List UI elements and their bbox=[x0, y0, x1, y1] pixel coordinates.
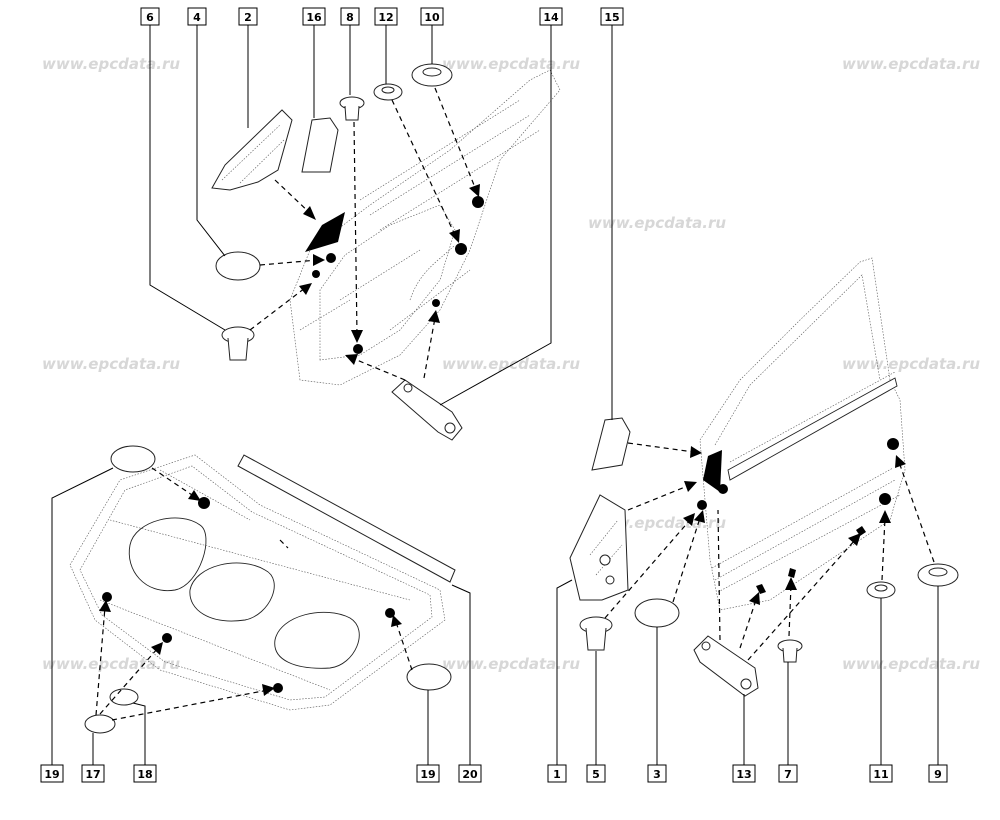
callout-12: 12 bbox=[374, 7, 398, 26]
part-6-clip bbox=[221, 326, 255, 361]
callout-label: 11 bbox=[873, 768, 888, 781]
callout-5: 5 bbox=[586, 764, 606, 783]
callout-label: 9 bbox=[934, 768, 942, 781]
callout-label: 8 bbox=[346, 11, 354, 24]
part-11-grommet bbox=[866, 581, 896, 599]
part-17-plug bbox=[84, 714, 116, 734]
callout-19: 19 bbox=[416, 764, 440, 783]
callout-label: 3 bbox=[653, 768, 661, 781]
front-door-panel bbox=[699, 257, 906, 611]
watermark: www.epcdata.ru bbox=[442, 355, 580, 373]
callout-label: 17 bbox=[85, 768, 100, 781]
fixing-points-front bbox=[697, 438, 899, 594]
callout-label: 10 bbox=[424, 11, 440, 24]
callout-label: 18 bbox=[137, 768, 152, 781]
part-1-bracket bbox=[569, 494, 629, 601]
part-19-plug-top bbox=[110, 445, 156, 473]
callout-3: 3 bbox=[647, 764, 667, 783]
part-8-clip bbox=[339, 96, 365, 121]
part-15-pad bbox=[591, 417, 631, 471]
callout-8: 8 bbox=[340, 7, 360, 26]
callout-label: 2 bbox=[244, 11, 252, 24]
callout-18: 18 bbox=[133, 764, 157, 783]
callout-label: 4 bbox=[193, 11, 201, 24]
assembly-arrows-bonnet bbox=[95, 467, 413, 721]
callout-label: 16 bbox=[306, 11, 322, 24]
callout-4: 4 bbox=[187, 7, 207, 26]
part-14-strip bbox=[391, 379, 463, 441]
callout-label: 6 bbox=[146, 11, 154, 24]
callout-20: 20 bbox=[458, 764, 482, 783]
callout-2: 2 bbox=[238, 7, 258, 26]
watermark: www.epcdata.ru bbox=[588, 214, 726, 232]
part-13-strip bbox=[693, 635, 759, 697]
part-5-clip bbox=[579, 616, 613, 651]
callout-label: 12 bbox=[378, 11, 393, 24]
watermark: www.epcdata.ru bbox=[842, 355, 980, 373]
callout-13: 13 bbox=[732, 764, 756, 783]
callout-label: 15 bbox=[604, 11, 619, 24]
callout-11: 11 bbox=[869, 764, 893, 783]
watermark: www.epcdata.ru bbox=[842, 55, 980, 73]
watermark: www.epcdata.ru bbox=[442, 655, 580, 673]
part-19-plug-right bbox=[406, 663, 452, 691]
installed-pad bbox=[305, 212, 345, 252]
watermark: www.epcdata.ru bbox=[842, 655, 980, 673]
callout-label: 5 bbox=[592, 768, 600, 781]
callout-9: 9 bbox=[928, 764, 948, 783]
part-7-clip bbox=[777, 639, 803, 663]
bonnet-panel bbox=[69, 454, 446, 711]
watermark: www.epcdata.ru bbox=[42, 55, 180, 73]
callout-label: 20 bbox=[462, 768, 478, 781]
part-16-pad bbox=[301, 117, 339, 173]
assembly-arrows-front bbox=[604, 442, 935, 661]
watermark: www.epcdata.ru bbox=[42, 355, 180, 373]
callout-label: 7 bbox=[784, 768, 792, 781]
callout-16: 16 bbox=[302, 7, 326, 26]
part-2-bracket bbox=[211, 109, 293, 191]
callout-19: 19 bbox=[40, 764, 64, 783]
callout-label: 19 bbox=[44, 768, 59, 781]
callout-label: 1 bbox=[553, 768, 561, 781]
part-4-plug bbox=[215, 251, 261, 281]
callout-15: 15 bbox=[600, 7, 624, 26]
installed-pad-front bbox=[703, 450, 722, 492]
part-10-grommet bbox=[411, 63, 453, 87]
callout-label: 13 bbox=[736, 768, 751, 781]
callout-14: 14 bbox=[539, 7, 563, 26]
fixing-points-top bbox=[312, 196, 484, 354]
leader-lines bbox=[51, 25, 939, 765]
part-9-grommet bbox=[917, 563, 959, 587]
callout-label: 19 bbox=[420, 768, 435, 781]
fixing-points-bonnet bbox=[102, 497, 395, 693]
watermark: www.epcdata.ru bbox=[442, 55, 580, 73]
part-3-plug bbox=[634, 598, 680, 628]
callout-6: 6 bbox=[140, 7, 160, 26]
rear-door-inner-panel bbox=[289, 69, 561, 386]
part-18-plug bbox=[109, 688, 139, 706]
callout-label: 14 bbox=[543, 11, 559, 24]
callout-17: 17 bbox=[81, 764, 105, 783]
callout-7: 7 bbox=[778, 764, 798, 783]
watermark: www.epcdata.ru bbox=[42, 655, 180, 673]
callout-1: 1 bbox=[547, 764, 567, 783]
assembly-arrows-top bbox=[249, 87, 480, 381]
callout-10: 10 bbox=[420, 7, 444, 26]
part-20-strip bbox=[237, 454, 456, 583]
part-12-grommet bbox=[373, 83, 403, 101]
